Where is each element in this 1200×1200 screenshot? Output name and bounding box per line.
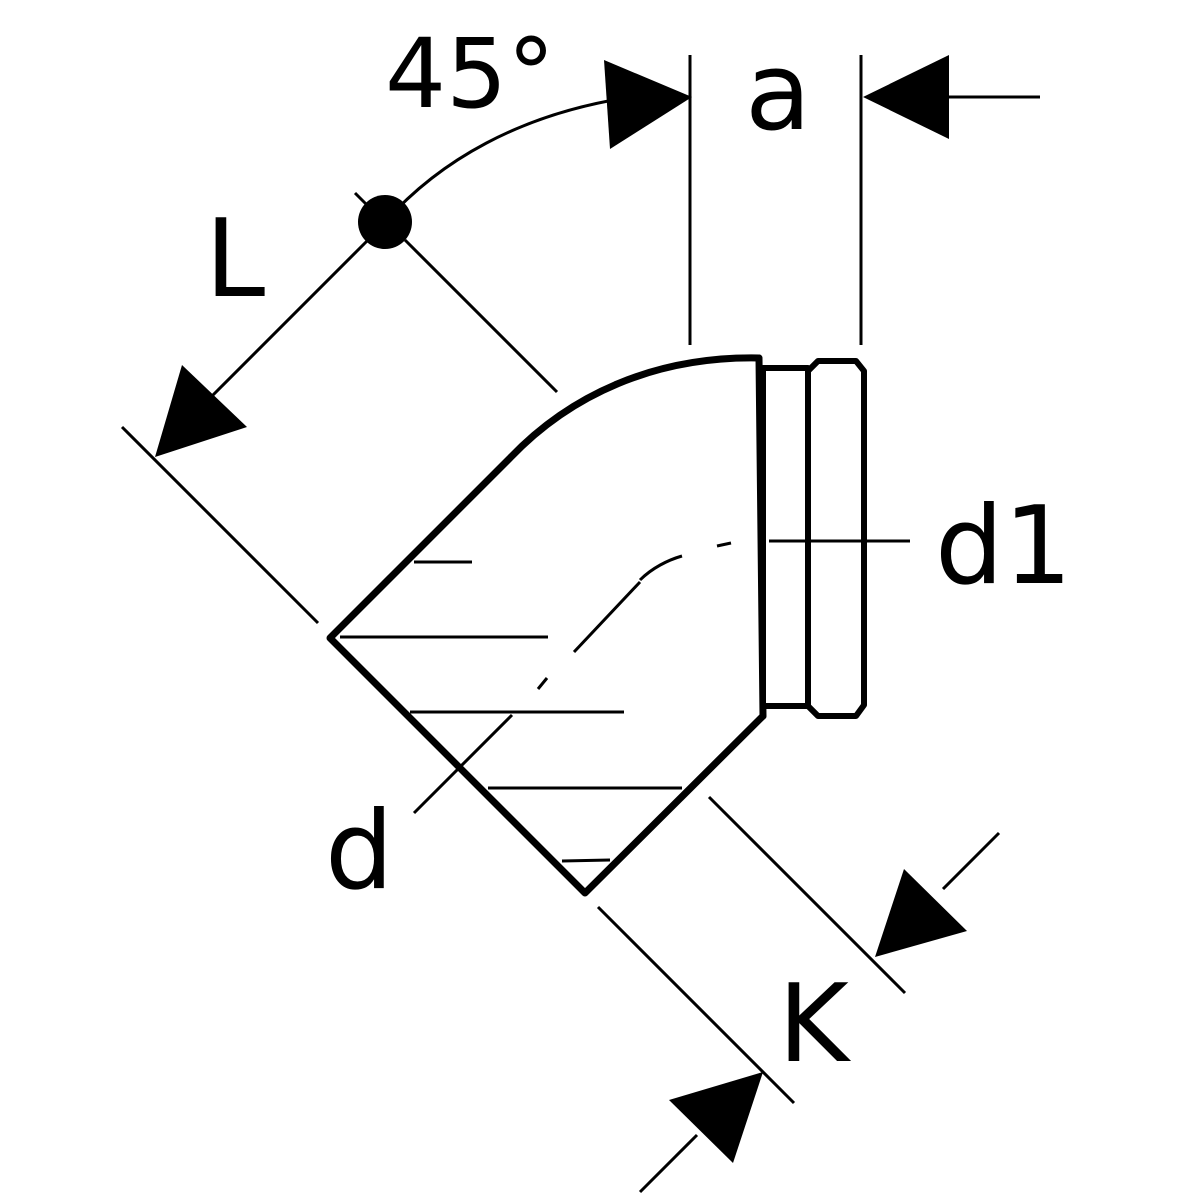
pivot-point [358,195,412,249]
K-label: K [778,962,852,1087]
centerline-seg-1 [716,541,732,548]
socket-ring-outer [805,358,867,719]
K-extension-lower [596,905,796,1105]
pivot-tick [353,191,370,208]
a-arrowhead [863,55,949,139]
L-dimension-line [193,238,370,415]
a-label: a [745,30,811,155]
d-label: d [325,789,394,914]
fitting-body-outline [326,354,767,897]
socket-ring-inner [760,365,811,709]
L-arrowhead [155,365,247,457]
K-extension-upper [707,795,907,995]
d-leader [412,713,514,815]
angle-arrowhead [604,60,692,149]
K-leader-lower [638,1133,699,1194]
angle-arc [383,96,626,223]
centerline-seg-4 [536,677,549,690]
L-label: L [205,197,265,322]
hatch-line-5 [561,858,611,863]
centerline-seg-2 [638,554,683,582]
L-extension-lower [120,425,320,625]
d1-label: d1 [935,484,1072,609]
angle-label: 45° [385,18,555,130]
K-arrowhead-upper [875,869,967,957]
L-extension-from-pivot [403,238,559,394]
K-leader-upper [941,831,1001,891]
centerline-seg-3 [572,580,642,654]
K-arrowhead-lower [669,1072,763,1163]
